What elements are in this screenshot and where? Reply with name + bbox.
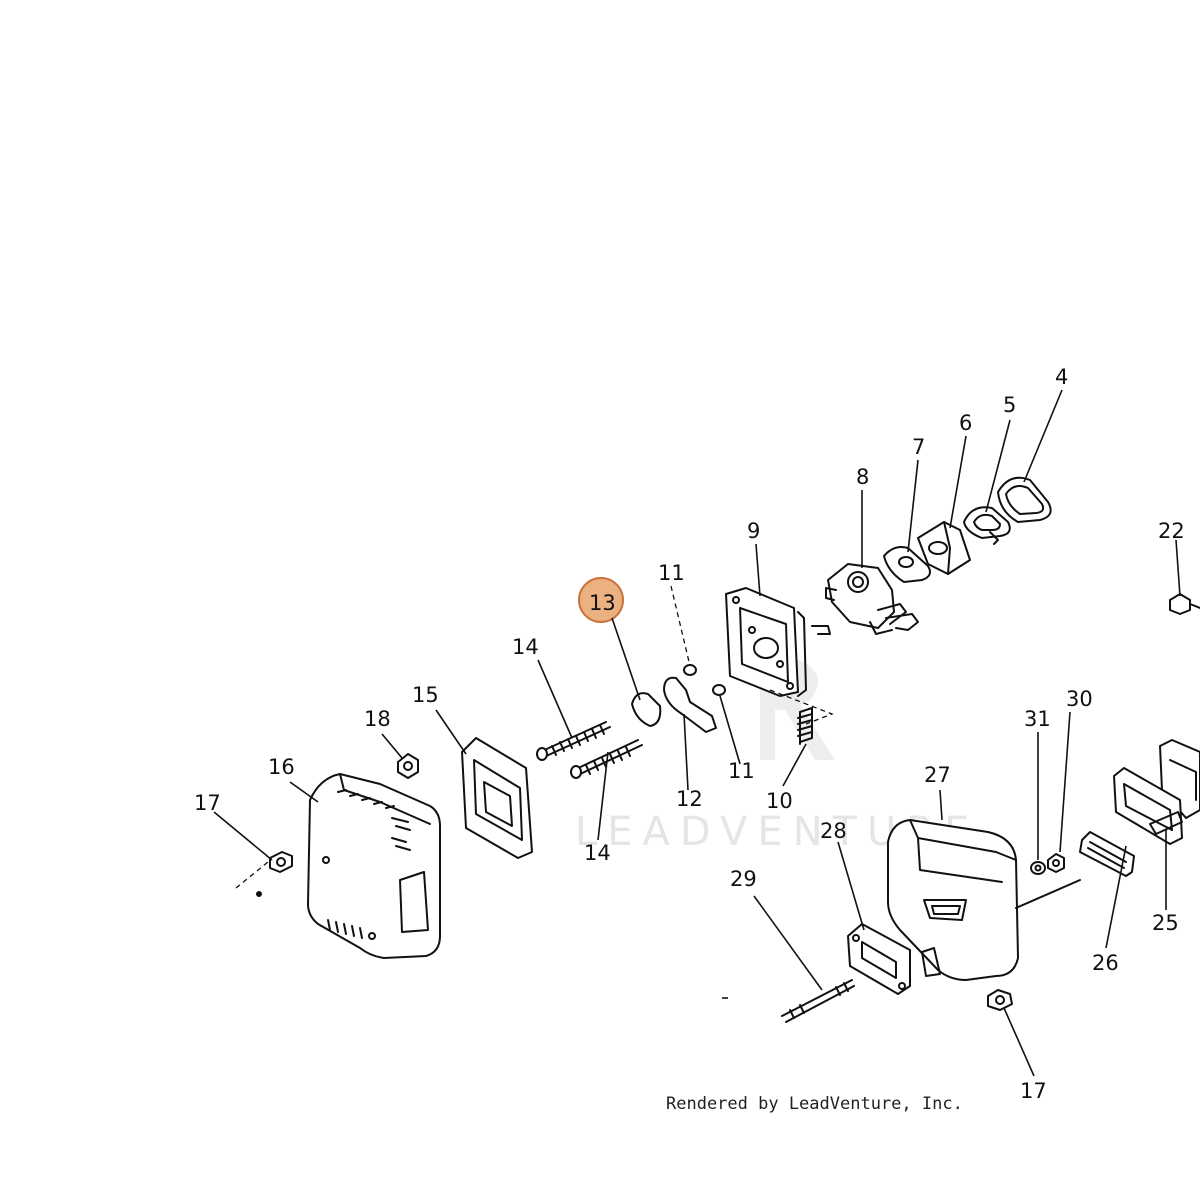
label-9[interactable]: 9 [747,519,760,543]
part-13-choke-plate[interactable] [631,692,662,727]
label-17-right[interactable]: 17 [1020,1079,1047,1103]
part-6-insulator[interactable] [917,521,971,575]
label-6[interactable]: 6 [959,411,972,435]
label-30[interactable]: 30 [1066,687,1093,711]
part-8-carburetor[interactable] [825,563,919,635]
label-14-lower[interactable]: 14 [584,841,611,865]
label-5[interactable]: 5 [1003,393,1016,417]
part-31-washer[interactable] [1030,861,1046,875]
part-30-nut[interactable] [1047,853,1065,873]
part-10-spring[interactable] [797,707,813,745]
part-17-bolt-left[interactable] [269,851,293,873]
label-18[interactable]: 18 [364,707,391,731]
part-27-muffler[interactable] [887,819,1081,981]
part-12-lever[interactable] [663,676,717,733]
part-18-nut[interactable] [397,753,419,779]
label-10[interactable]: 10 [766,789,793,813]
label-25[interactable]: 25 [1152,911,1179,935]
label-27[interactable]: 27 [924,763,951,787]
part-4-gasket[interactable] [997,476,1052,523]
callout-labels: 4 5 6 7 8 9 11 13 14 15 18 16 17 11 12 1… [194,365,1185,1103]
leader-lines [213,389,1181,1077]
highlight-marker[interactable] [578,577,624,623]
credit-text: Rendered by LeadVenture, Inc. [666,1094,963,1114]
part-14-bolt-lower[interactable] [570,739,643,779]
part-17-bolt-right[interactable] [987,989,1013,1011]
stray-mark [256,891,262,897]
label-17-left[interactable]: 17 [194,791,221,815]
part-29-stud[interactable] [781,979,855,1023]
label-29[interactable]: 29 [730,867,757,891]
label-12[interactable]: 12 [676,787,703,811]
assembly-lines [235,585,834,889]
label-13[interactable]: 13 [589,591,616,615]
part-15-gasket[interactable] [461,737,533,859]
label-11-upper[interactable]: 11 [658,561,685,585]
label-7[interactable]: 7 [912,435,925,459]
label-22[interactable]: 22 [1158,519,1185,543]
label-16[interactable]: 16 [268,755,295,779]
label-28[interactable]: 28 [820,819,847,843]
label-26[interactable]: 26 [1092,951,1119,975]
label-14-upper[interactable]: 14 [512,635,539,659]
part-16-cover[interactable] [307,773,441,959]
label-4[interactable]: 4 [1055,365,1068,389]
part-28-gasket[interactable] [847,923,911,995]
part-22-bolt[interactable] [1169,593,1200,615]
part-11-nut-upper[interactable] [683,664,697,676]
part-7-gasket[interactable] [883,546,931,583]
part-14-bolt-upper[interactable] [536,721,611,761]
label-31[interactable]: 31 [1024,707,1051,731]
label-8[interactable]: 8 [856,465,869,489]
part-9-plate[interactable] [725,587,831,697]
label-15[interactable]: 15 [412,683,439,707]
label-11-lower[interactable]: 11 [728,759,755,783]
part-11-nut-lower[interactable] [712,684,726,696]
part-5-gasket[interactable] [963,506,1011,545]
part-26-screen[interactable] [1079,767,1183,877]
